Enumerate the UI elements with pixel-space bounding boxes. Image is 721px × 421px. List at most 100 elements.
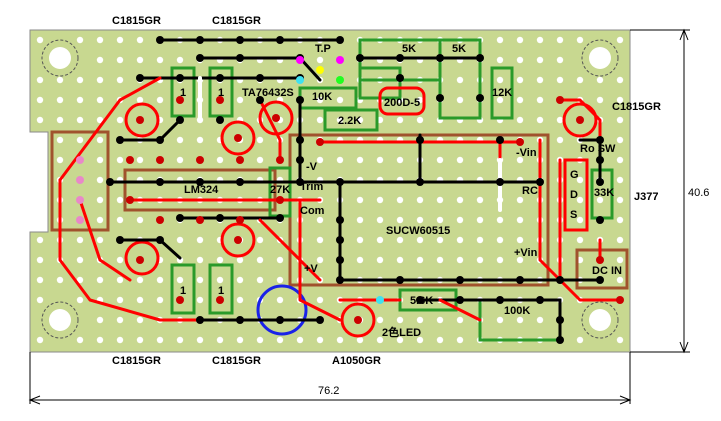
- grid-hole-435: [176, 336, 184, 344]
- pad-black-56: [556, 336, 564, 344]
- dim-height-arrow-bottom: [679, 341, 689, 354]
- grid-hole-28: [96, 56, 104, 64]
- label-c1815gr-bottom-left: C1815GR: [112, 355, 161, 367]
- grid-hole-188: [396, 156, 404, 164]
- pad-red-6: [126, 196, 134, 204]
- label-sucw60515: SUCW60515: [386, 225, 450, 237]
- pad-red-5: [276, 156, 284, 164]
- pad-black-2: [236, 36, 244, 44]
- label-rc: RC: [522, 185, 538, 197]
- grid-hole-384: [196, 296, 204, 304]
- pad-black-40: [196, 316, 204, 324]
- grid-hole-167: [556, 136, 564, 144]
- grid-hole-29: [116, 56, 124, 64]
- grid-hole-382: [156, 296, 164, 304]
- grid-hole-51: [556, 56, 564, 64]
- grid-hole-319: [76, 256, 84, 264]
- grid-hole-346: [616, 256, 624, 264]
- grid-hole-142: [56, 136, 64, 144]
- resistor-12k-outline: [490, 66, 514, 120]
- grid-hole-190: [436, 156, 444, 164]
- label-c1815gr-bottom-mid: C1815GR: [212, 355, 261, 367]
- label-c1815gr-top-left: C1815GR: [112, 15, 161, 27]
- grid-hole-349: [76, 276, 84, 284]
- grid-hole-144: [96, 136, 104, 144]
- grid-hole-352: [136, 276, 144, 284]
- grid-hole-338: [456, 256, 464, 264]
- pad-black-21: [196, 178, 204, 186]
- pin-pink-3: [76, 196, 84, 204]
- grid-hole-112: [36, 116, 44, 124]
- mounting-ring-0: [41, 39, 79, 77]
- grid-hole-314: [576, 236, 584, 244]
- pad-black-39: [596, 276, 604, 284]
- label-1c: 1: [180, 285, 186, 297]
- pad-black-42: [276, 316, 284, 324]
- pad-red-18: [234, 236, 242, 244]
- pin-pink-4: [76, 216, 84, 224]
- grid-hole-287: [36, 236, 44, 244]
- pad-red-7: [156, 216, 164, 224]
- transistor-c1815gr-top-mid-outline: [220, 120, 256, 156]
- label-1d: 1: [218, 285, 224, 297]
- grid-hole-191: [456, 156, 464, 164]
- grid-hole-73: [456, 76, 464, 84]
- mounting-holes: [41, 39, 619, 339]
- pad-black-25: [416, 178, 424, 186]
- pad-black-4: [336, 36, 344, 44]
- grid-hole-355: [196, 276, 204, 284]
- grid-hole-115: [96, 116, 104, 124]
- mounting-ring-1: [581, 39, 619, 77]
- trace-black-10: [418, 298, 562, 342]
- grid-hole-202: [96, 176, 104, 184]
- grid-hole-77: [536, 76, 544, 84]
- grid-hole-26: [576, 36, 584, 44]
- grid-hole-358: [256, 276, 264, 284]
- grid-hole-432: [116, 336, 124, 344]
- grid-hole-110: [596, 96, 604, 104]
- grid-hole-231: [96, 196, 104, 204]
- grid-hole-179: [216, 156, 224, 164]
- label-r5k-a: 5K: [402, 43, 416, 55]
- pad-black-49: [436, 94, 444, 102]
- test-point-cyan-2: [376, 296, 384, 304]
- pad-black-48: [396, 74, 404, 82]
- grid-hole-406: [116, 316, 124, 324]
- mounting-hole-1: [589, 47, 611, 69]
- grid-hole-440: [276, 336, 284, 344]
- grid-hole-226: [576, 176, 584, 184]
- pad-red-0: [136, 116, 144, 124]
- grid-hole-131: [416, 116, 424, 124]
- trace-red-13: [558, 98, 602, 142]
- grid-hole-276: [416, 216, 424, 224]
- grid-hole-446: [396, 336, 404, 344]
- grid-hole-437: [216, 336, 224, 344]
- pad-red-4: [236, 156, 244, 164]
- resistor-1c-outline: [170, 263, 196, 315]
- pad-black-18: [296, 156, 304, 164]
- grid-hole-436: [196, 336, 204, 344]
- pad-red-8: [196, 216, 204, 224]
- grid-hole-252: [516, 196, 524, 204]
- label-ro-sw: Ro SW: [580, 143, 616, 155]
- dim-width-arrow-right: [619, 395, 632, 405]
- grid-hole-433: [136, 336, 144, 344]
- grid-hole-331: [316, 256, 324, 264]
- pin-pink-1: [76, 156, 84, 164]
- grid-hole-316: [616, 236, 624, 244]
- pad-black-54: [536, 296, 544, 304]
- grid-hole-149: [196, 136, 204, 144]
- pad-red-21: [316, 138, 324, 146]
- label-r2-2k: 2.2K: [338, 115, 361, 127]
- label-minus-v: -V: [306, 161, 318, 173]
- grid-hole-116: [116, 116, 124, 124]
- grid-hole-97: [336, 96, 344, 104]
- grid-hole-339: [476, 256, 484, 264]
- grid-hole-423: [456, 316, 464, 324]
- grid-hole-114: [76, 116, 84, 124]
- grid-hole-101: [416, 96, 424, 104]
- grid-hole-390: [316, 296, 324, 304]
- grid-hole-333: [356, 256, 364, 264]
- grid-hole-419: [376, 316, 384, 324]
- test-point-yellow: [316, 66, 324, 74]
